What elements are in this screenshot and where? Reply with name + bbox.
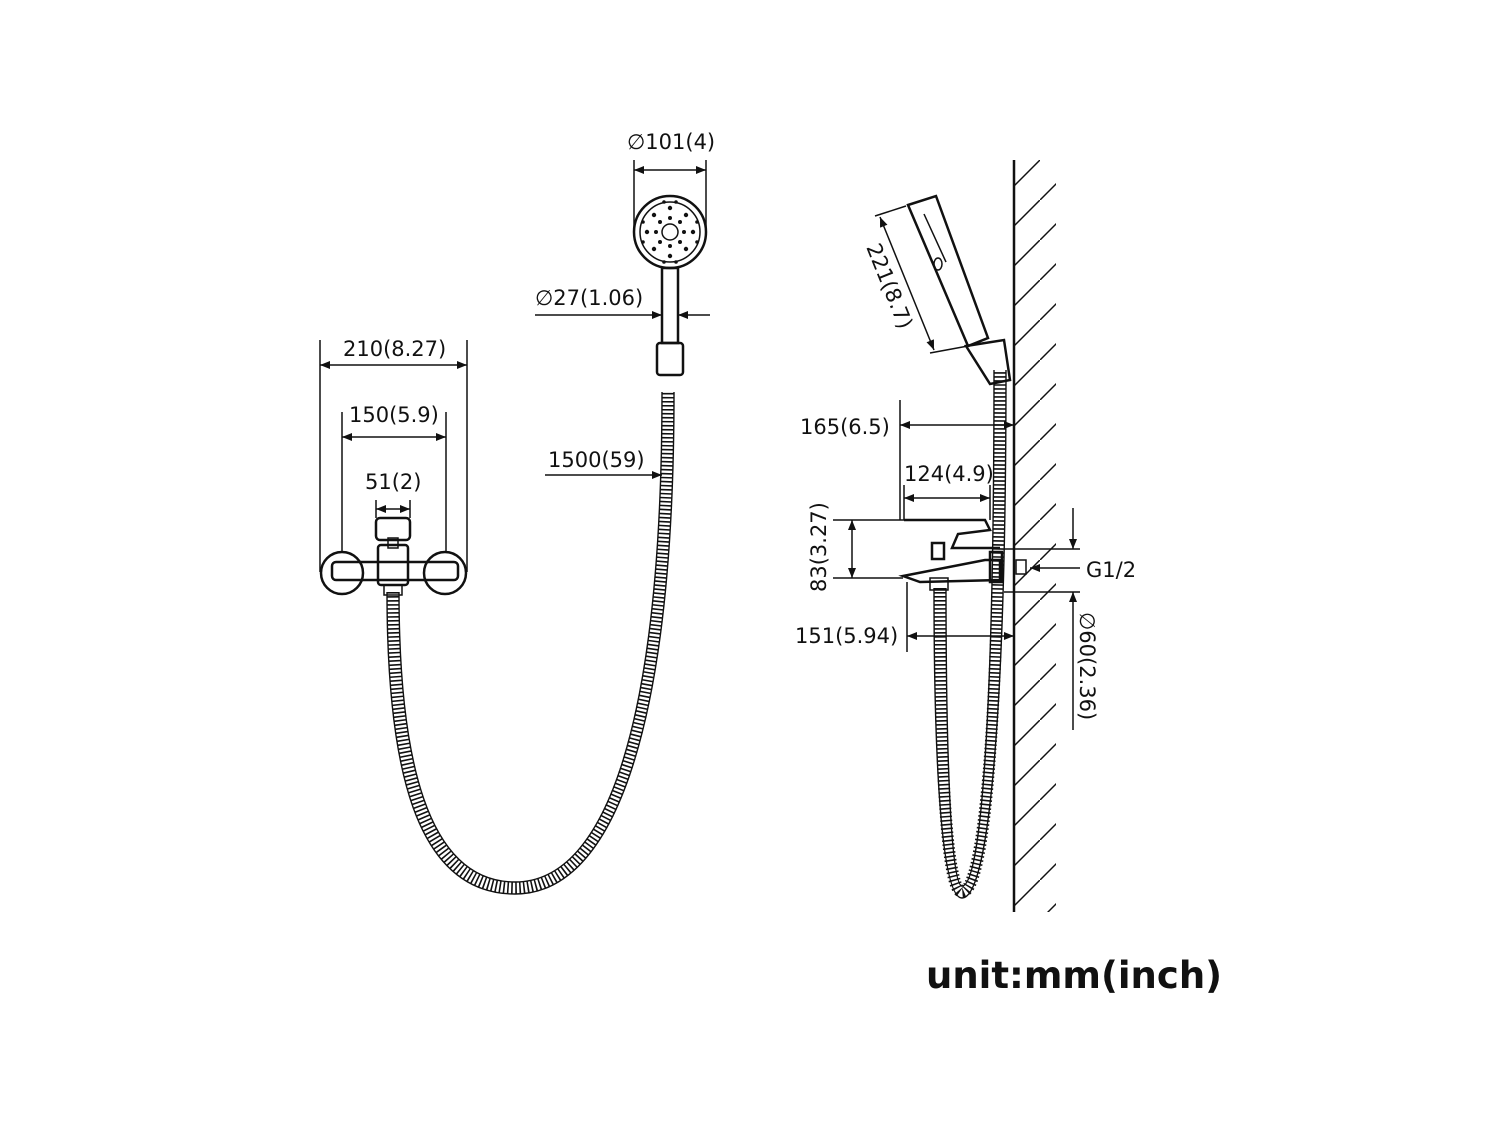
- front-hose: [386, 391, 675, 895]
- handle-diameter-label: ∅27(1.06): [535, 286, 643, 310]
- side-view: 221(8.7) 165(6.5) 124(4.9) 83(3.27): [795, 160, 1136, 912]
- head-diameter-label: ∅101(4): [627, 130, 715, 154]
- handshower-front: [632, 194, 708, 377]
- hose-length-label: 1500(59): [548, 448, 645, 472]
- wall-to-head-label: 165(6.5): [800, 415, 890, 439]
- lever-depth-label: 124(4.9): [904, 462, 994, 486]
- dim-hose-length: 1500(59): [545, 448, 662, 479]
- total-width-label: 210(8.27): [343, 337, 446, 361]
- dim-head-diameter: ∅101(4): [627, 130, 715, 228]
- spout-projection-label: 151(5.94): [795, 624, 898, 648]
- dim-handshower-length: 221(8.7): [861, 205, 969, 354]
- height-label: 83(3.27): [807, 502, 831, 592]
- dim-spout-projection: 151(5.94): [795, 582, 1014, 652]
- dim-total-width: 210(8.27): [319, 337, 468, 572]
- dim-body-width: 51(2): [365, 470, 421, 518]
- dim-height: 83(3.27): [807, 502, 904, 592]
- dim-handle-diameter: ∅27(1.06): [535, 286, 710, 319]
- handshower-side: [906, 194, 1012, 386]
- connection-label: G1/2: [1086, 558, 1136, 582]
- flange-diameter-label: ∅60(2.36): [1075, 612, 1099, 720]
- dim-flange-diameter: ∅60(2.36): [1069, 592, 1099, 730]
- side-hose: [933, 369, 1007, 899]
- dim-center-distance: 150(5.9): [341, 403, 447, 552]
- unit-label: unit:mm(inch): [926, 954, 1222, 997]
- body-width-label: 51(2): [365, 470, 421, 494]
- center-distance-label: 150(5.9): [349, 403, 439, 427]
- dim-connection: G1/2: [1004, 508, 1136, 593]
- handshower-length-label: 221(8.7): [861, 240, 917, 332]
- dim-lever-depth: 124(4.9): [903, 462, 994, 520]
- wall: [1012, 160, 1056, 912]
- mixer-side: [898, 518, 1027, 591]
- dim-wall-to-head: 165(6.5): [800, 400, 1014, 520]
- front-view: ∅101(4) ∅27(1.06) 1500(59) 210(8.27) 150…: [319, 130, 715, 895]
